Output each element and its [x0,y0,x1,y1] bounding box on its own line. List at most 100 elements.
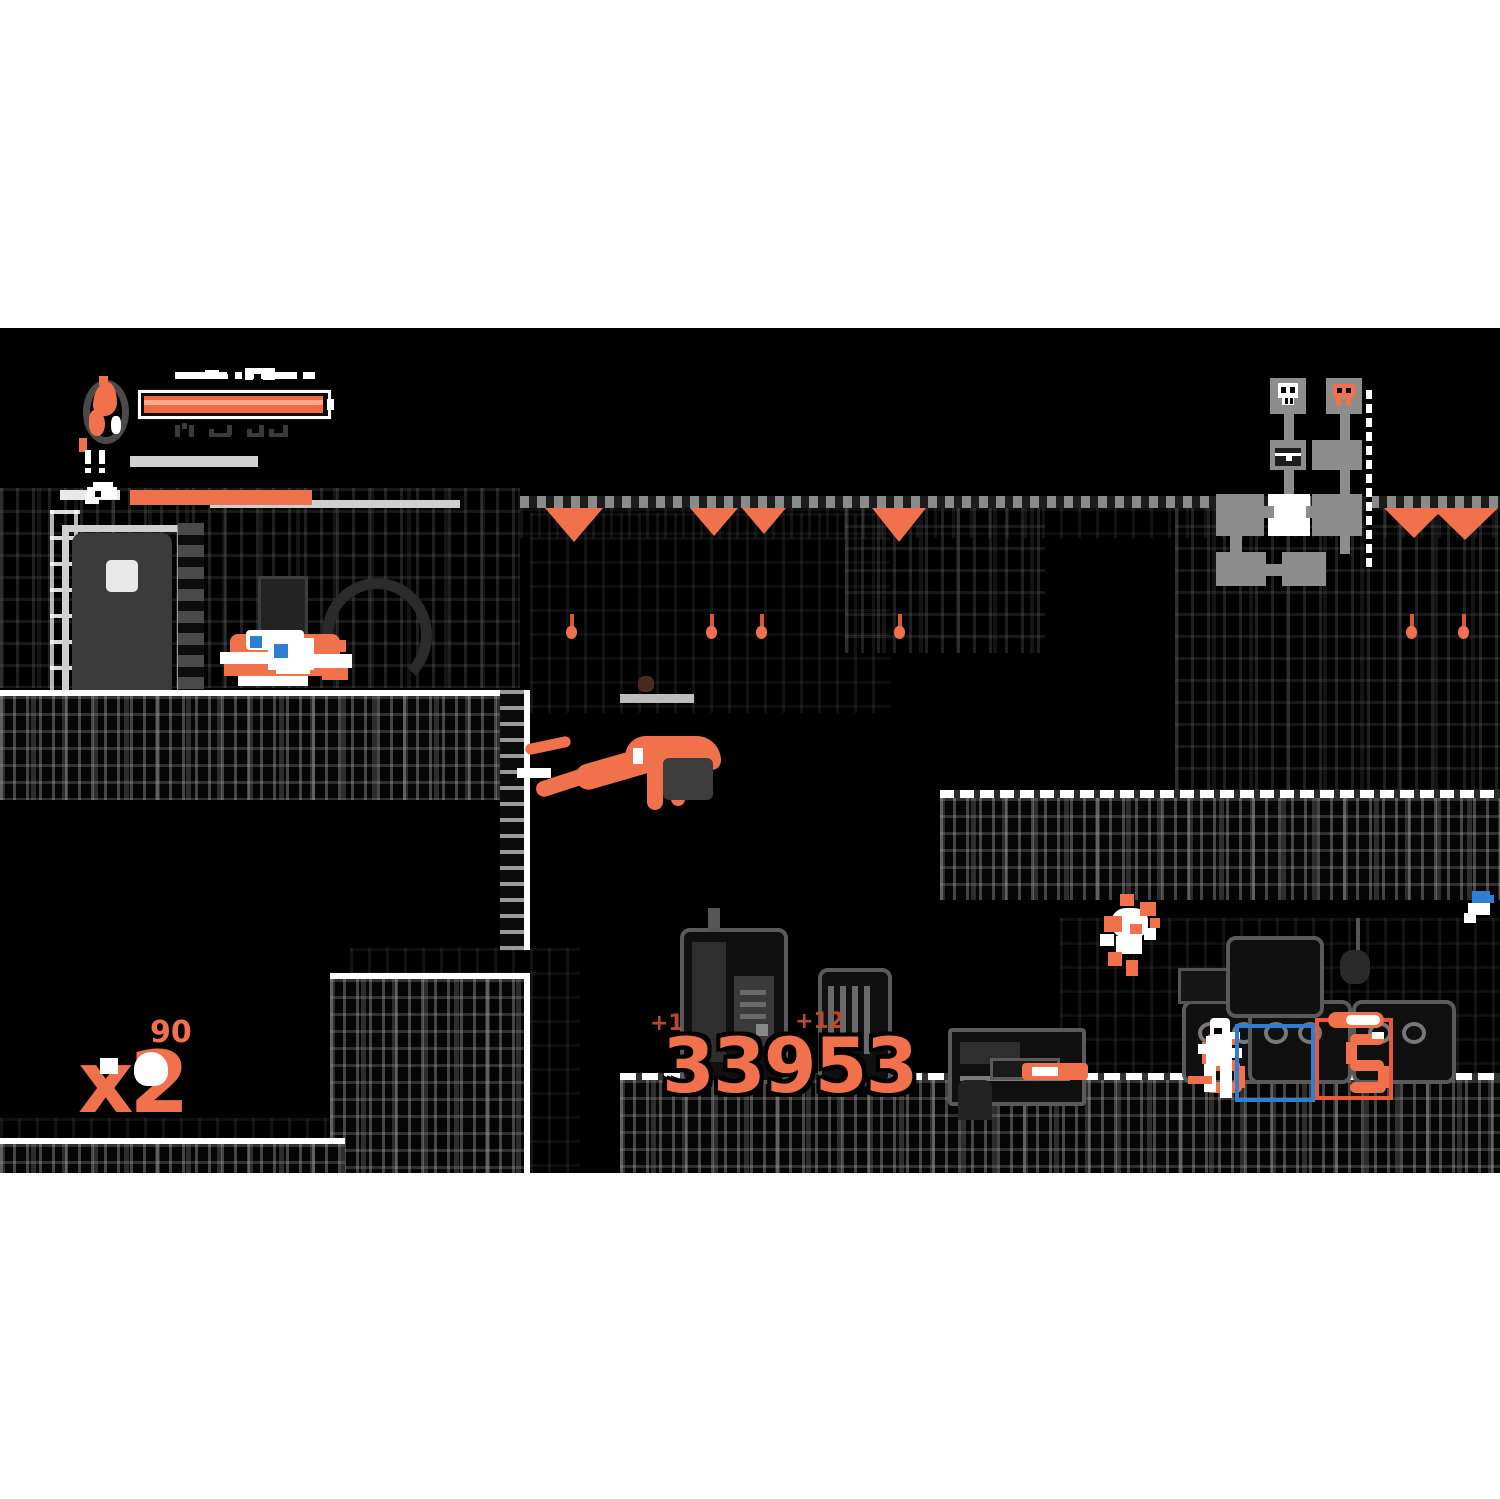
drip-trail [1410,614,1414,627]
exit-door[interactable] [62,525,184,711]
drip-trail [1462,614,1466,627]
minimap[interactable] [1216,378,1362,586]
floating-damage-number: +12 [795,1009,845,1034]
machine-left-tower [680,928,788,1084]
multiplier-timer: 90 [150,1015,192,1050]
wall-edge [524,690,530,950]
skull-icon [1276,383,1300,407]
armored-crawler-enemy [216,624,358,692]
ledge-surface [0,1138,345,1144]
orb-flame-lower [89,410,105,436]
drip-trail [570,614,574,627]
door-hinge-column [178,523,204,713]
health-bar-sheen [144,400,323,405]
health-rune-row [175,423,325,439]
flash-core [1032,1067,1058,1076]
minimap-corridor [1266,564,1286,576]
resource-bars-hud [85,450,385,510]
tongue-projectile [515,718,725,828]
explosion-burst [1098,890,1168,982]
mana-bar [130,456,258,467]
muzzle-flash [1022,1063,1088,1080]
background-texture-mid [530,513,890,713]
multiplier-highlight-2 [100,1058,118,1074]
ledge-surface [940,790,1500,798]
stalactite [545,508,603,542]
game-viewport: 90 x2 33953 +1 +12 [0,328,1500,1173]
minimap-corridor [1256,506,1274,518]
minimap-corridor [1230,536,1242,552]
ledge-texture [0,1144,345,1173]
ceiling-runoff-mid [210,500,460,508]
orb-highlight [111,416,121,434]
flame-orb-icon [75,376,137,452]
drip [1458,626,1469,639]
multiplier-highlight [134,1052,168,1086]
machine-crate-lowright [1226,936,1324,1018]
ledge-texture [0,696,530,800]
weapon-tip-highlight [1346,1015,1380,1025]
health-glyph-row [205,368,315,384]
health-bar-fill [144,396,323,413]
minimap-corridor [1340,414,1350,440]
stalactite [690,508,738,536]
chest-icon [1275,448,1301,466]
minimap-right-border [1366,390,1372,568]
left-floor-strip [0,1138,345,1173]
drip [894,626,905,639]
player-orange-accent [1188,1076,1212,1084]
door-window [106,560,138,592]
boss-icon [1333,384,1355,406]
minimap-room[interactable] [1216,552,1266,586]
health-hud [75,368,355,458]
hanging-lamp-wire [1356,918,1360,974]
drip [566,626,577,639]
minimap-room-chest[interactable] [1270,440,1306,470]
floating-damage-number: +1 [650,1011,684,1036]
orb-tip [79,438,87,452]
minimap-room[interactable] [1282,552,1326,586]
stalactite [742,508,786,534]
right-platform [940,790,1500,900]
ledge-surface [0,690,530,696]
upper-left-wall [500,690,530,950]
machine-right-rack [818,968,892,1086]
background-texture-right [1175,503,1500,793]
machine-antenna [708,908,720,932]
minimap-current-room[interactable] [1268,494,1310,536]
drip [1406,626,1417,639]
small-ledge-above-tongue [620,694,694,703]
minimap-room[interactable] [1312,494,1362,536]
hurtbox-blue [1235,1024,1315,1102]
multiplier-label: x2 [78,1033,189,1133]
score-multiplier-hud: 90 x2 [78,1018,218,1138]
minimap-room-skull[interactable] [1270,378,1306,414]
minimap-corridor [1284,470,1294,494]
ledge-texture [940,798,1500,900]
lower-left-wall-edge [524,973,530,1173]
door-frame-top [62,525,184,532]
health-bar [137,389,334,420]
minimap-room[interactable] [1312,440,1362,470]
drip-trail [760,614,764,627]
orb-spark [99,376,108,385]
ledge-surface [330,973,530,979]
lower-left-ledge [330,973,530,1173]
tongue-tip-debris [638,676,654,692]
health-bar-cap [327,399,334,410]
ledge-texture [330,979,530,1173]
energy-bar [130,490,312,505]
door-frame-left [62,525,69,711]
minimap-room-boss[interactable] [1326,378,1362,414]
bird-enemy [1462,891,1496,925]
stalactite [1432,508,1498,540]
drip [756,626,767,639]
double-bar-icon [85,450,115,474]
upper-left-ledge [0,690,530,800]
score-display: 33953 [662,1021,918,1110]
minimap-corridor [1306,506,1318,518]
stalactite [872,508,926,542]
drip-trail [710,614,714,627]
skull-icon [85,482,121,508]
